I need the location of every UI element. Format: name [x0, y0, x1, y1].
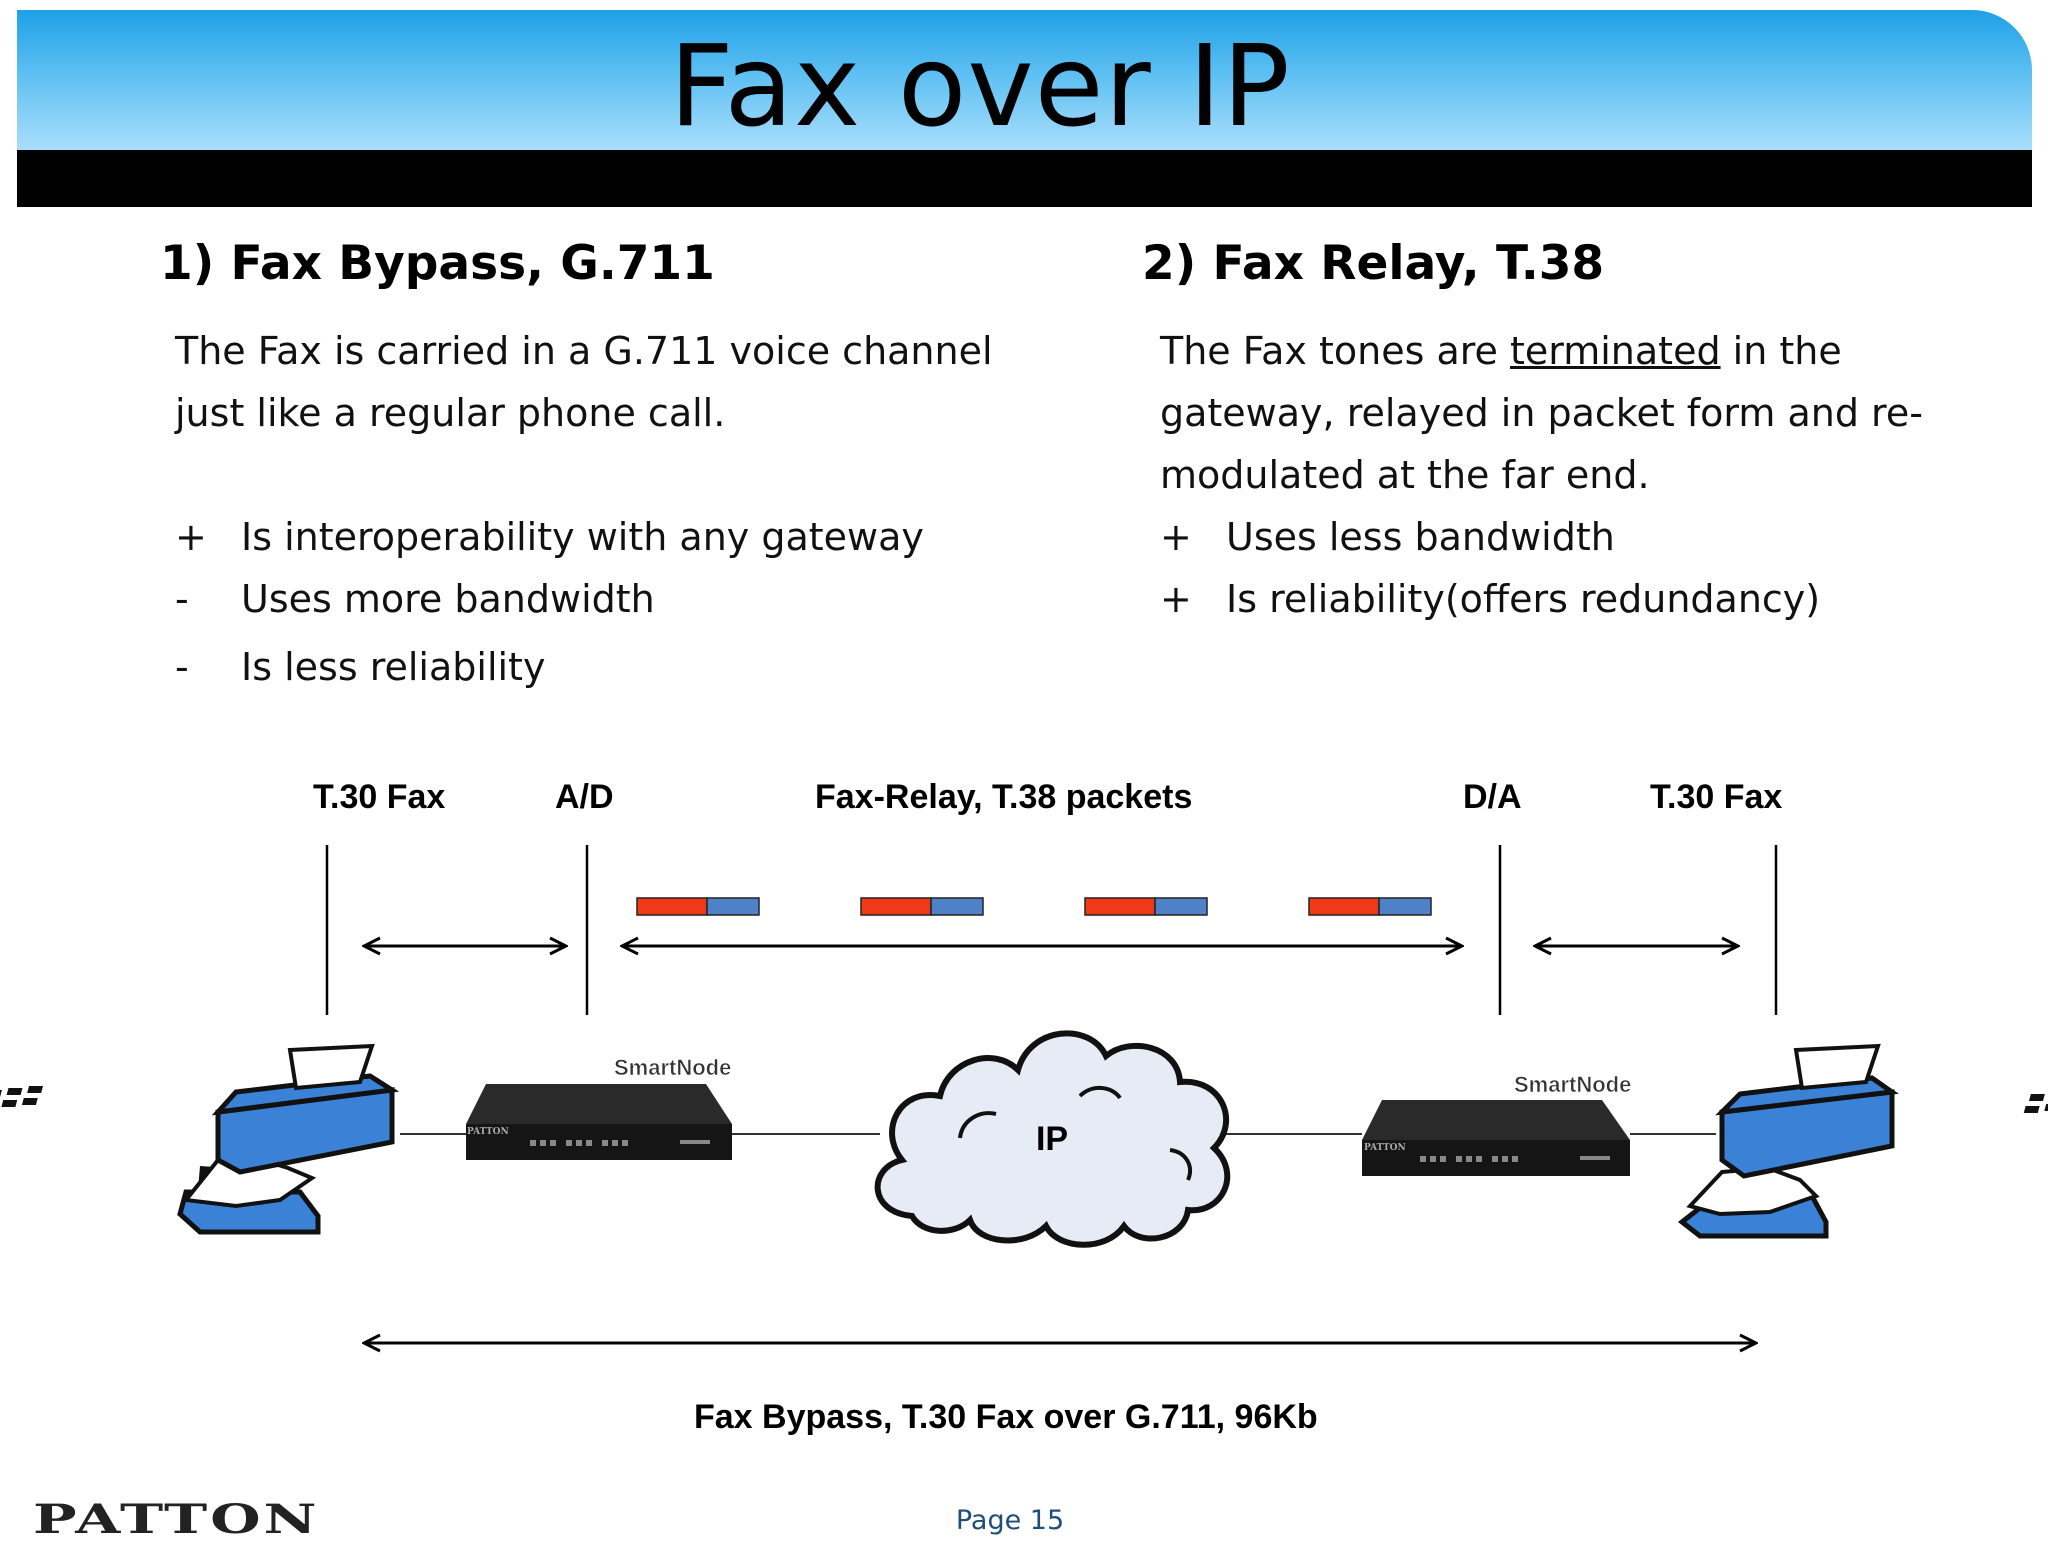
smartnode-gateway-left-icon: PATTON SmartNode	[466, 1055, 732, 1160]
title-band	[17, 10, 2032, 150]
bullet-symbol: -	[175, 577, 189, 621]
bullet-symbol: +	[175, 515, 207, 559]
bullet-text: Uses more bandwidth	[241, 577, 655, 621]
packet-3	[1084, 897, 1208, 916]
device-front-logo: PATTON	[467, 1127, 509, 1137]
bullet-text: Is less reliability	[241, 645, 546, 689]
underlined-term: terminated	[1510, 329, 1721, 373]
label-right-fax: T.30 Fax	[1650, 778, 1783, 816]
packet-2	[860, 897, 984, 916]
smartnode-gateway-right-icon: PATTON SmartNode	[1362, 1072, 1632, 1176]
page-title: Fax over IP	[669, 22, 1291, 152]
bullet-symbol: +	[1160, 515, 1192, 559]
bullet-symbol: -	[175, 645, 189, 689]
packet-4	[1308, 897, 1432, 916]
fax-machine-left-icon	[0, 1043, 400, 1235]
title-bar	[17, 150, 2032, 207]
label-left-fax: T.30 Fax	[313, 778, 446, 816]
label-da: D/A	[1463, 778, 1522, 816]
left-description-line-2: just like a regular phone call.	[175, 391, 726, 435]
right-description-line-3: modulated at the far end.	[1160, 453, 1650, 497]
right-heading: 2) Fax Relay, T.38	[1142, 236, 1605, 291]
label-relay: Fax-Relay, T.38 packets	[815, 778, 1193, 816]
right-description-line-2: gateway, relayed in packet form and re-	[1160, 391, 1923, 435]
left-heading: 1) Fax Bypass, G.711	[160, 236, 715, 291]
text-run: in the	[1720, 329, 1842, 373]
bullet-text: Is reliability(offers redundancy)	[1226, 577, 1821, 621]
text-run: The Fax tones are	[1160, 329, 1510, 373]
patton-logo: PATTON	[33, 1496, 320, 1543]
label-ad: A/D	[555, 778, 614, 816]
bullet-text: Uses less bandwidth	[1226, 515, 1615, 559]
fax-machine-right-icon	[1677, 1043, 2048, 1239]
page-number: Page 15	[955, 1505, 1065, 1536]
bullet-text: Is interoperability with any gateway	[241, 515, 924, 559]
device-brand-label: SmartNode	[614, 1055, 731, 1080]
left-description-line-1: The Fax is carried in a G.711 voice chan…	[175, 329, 993, 373]
bullet-symbol: +	[1160, 577, 1192, 621]
packet-1	[636, 897, 760, 916]
cloud-label: IP	[1036, 1120, 1068, 1158]
bypass-caption: Fax Bypass, T.30 Fax over G.711, 96Kb	[694, 1398, 1318, 1436]
right-description-line-1: The Fax tones are terminated in the	[1160, 320, 1842, 382]
device-brand-label: SmartNode	[1514, 1072, 1631, 1097]
ip-cloud-icon: IP	[874, 1030, 1231, 1248]
device-front-logo: PATTON	[1364, 1143, 1406, 1153]
